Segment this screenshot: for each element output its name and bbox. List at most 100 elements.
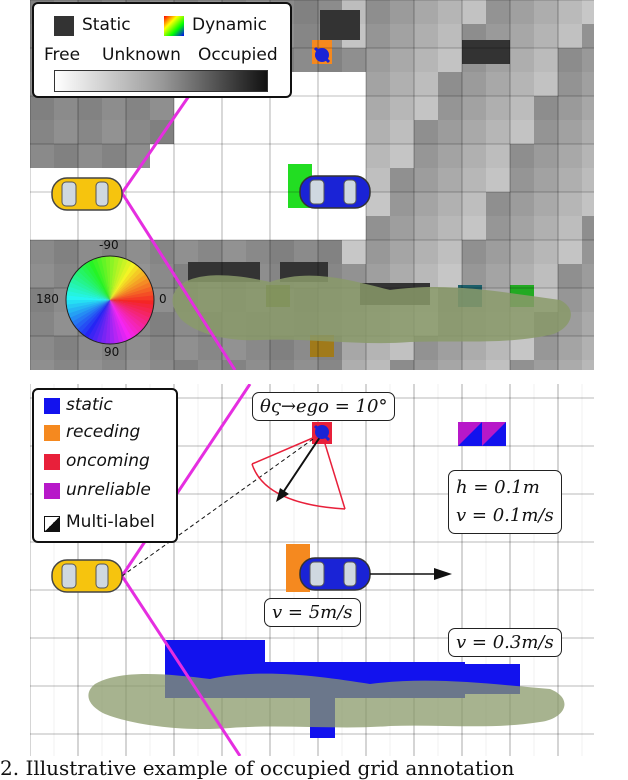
color-wheel-slice: [71, 300, 110, 326]
occupancy-cell: [558, 192, 582, 216]
occupancy-cell: [582, 192, 594, 216]
occupancy-cell: [174, 120, 198, 144]
occupancy-cell: [54, 96, 78, 120]
receding-swatch: [44, 425, 60, 441]
dynamic-swatch: [164, 16, 184, 36]
occupancy-cell: [390, 240, 414, 264]
occupancy-cell: [222, 192, 246, 216]
occupancy-cell: [366, 360, 390, 370]
occupancy-cell: [102, 120, 126, 144]
occupancy-cell: [414, 0, 438, 24]
occupancy-cell: [294, 72, 318, 96]
color-wheel-slice: [77, 267, 110, 300]
occupancy-cell: [366, 144, 390, 168]
occupancy-cell: [486, 168, 510, 192]
vegetation-shape: [172, 275, 571, 344]
occupancy-cell: [558, 120, 582, 144]
occupancy-cell: [174, 168, 198, 192]
occupancy-cell: [150, 192, 174, 216]
color-wheel-slice: [68, 300, 110, 318]
occupancy-cell: [126, 336, 150, 360]
occupancy-cell: [582, 48, 594, 72]
occupancy-cell: [150, 360, 174, 370]
occupancy-cell: [510, 240, 534, 264]
occupancy-cell: [198, 216, 222, 240]
occupancy-cell: [390, 48, 414, 72]
occupancy-cell: [54, 216, 78, 240]
occupancy-cell: [30, 120, 54, 144]
color-wheel-slice: [100, 256, 110, 300]
occupancy-cell: [462, 240, 486, 264]
occupancy-cell: [30, 312, 54, 336]
occupancy-cell: [534, 0, 558, 24]
occupancy-cell: [558, 144, 582, 168]
car-velocity-annotation: v = 5m/s: [264, 598, 361, 627]
occupancy-cell: [246, 240, 270, 264]
occupancy-cell: [438, 144, 462, 168]
occupancy-cell: [198, 168, 222, 192]
occupancy-cell: [150, 96, 174, 120]
color-wheel-slice: [69, 300, 110, 322]
multi-label-swatch: [44, 516, 60, 532]
occupancy-cell: [486, 264, 510, 288]
occupancy-cell: [534, 360, 558, 370]
occupancy-cell: [558, 360, 582, 370]
color-wheel-slice: [105, 256, 111, 300]
compass-label-left: 180: [36, 292, 59, 306]
occupancy-cell: [510, 168, 534, 192]
occupancy-cell: [366, 72, 390, 96]
multi-label-cells: [458, 422, 506, 446]
color-wheel-outline: [65, 255, 155, 345]
static-swatch: [44, 398, 60, 414]
color-wheel-slice: [110, 300, 124, 344]
occupancy-cell: [582, 24, 594, 48]
occupancy-cell: [582, 96, 594, 120]
car-velocity-arrow: [370, 568, 452, 580]
path-line-upper: [120, 384, 252, 577]
occupancy-cell: [78, 360, 102, 370]
color-wheel-slice: [110, 300, 120, 344]
occupancy-cell: [366, 0, 390, 24]
occupancy-cell: [510, 48, 534, 72]
occupancy-cell: [438, 120, 462, 144]
occupancy-cell: [582, 72, 594, 96]
occupancy-cell: [126, 120, 150, 144]
occupancy-cell: [438, 48, 462, 72]
occupancy-cell: [222, 240, 246, 264]
occupancy-cell: [342, 240, 366, 264]
color-wheel-slice: [110, 282, 152, 300]
occupancy-cell: [414, 168, 438, 192]
occupancy-cell: [222, 96, 246, 120]
compass-label-right: 0: [159, 292, 167, 306]
occupancy-cell: [510, 96, 534, 120]
occupancy-cell: [102, 216, 126, 240]
color-wheel-slice: [83, 300, 110, 339]
occupancy-cell: [366, 96, 390, 120]
oncoming-legend-label: oncoming: [66, 451, 150, 471]
occupancy-cell: [510, 120, 534, 144]
occupancy-cell: [534, 96, 558, 120]
direction-color-wheel: [65, 255, 155, 345]
occupancy-cell: [30, 96, 54, 120]
color-wheel-slice: [110, 300, 132, 341]
color-wheel-slice: [110, 300, 128, 342]
occupancy-cell: [198, 240, 222, 264]
occupancy-cell: [294, 0, 318, 24]
occupancy-cell: [198, 192, 222, 216]
occupancy-cell: [390, 120, 414, 144]
occupancy-cell: [510, 360, 534, 370]
occupancy-cell: [126, 240, 150, 264]
color-wheel-slice: [77, 300, 110, 333]
occupancy-cell: [246, 360, 270, 370]
occupied-label: Occupied: [198, 45, 278, 65]
occupancy-cell: [414, 192, 438, 216]
color-wheel-slice: [66, 300, 110, 314]
color-wheel-slice: [110, 258, 129, 300]
occupancy-cell: [582, 0, 594, 24]
occupancy-cell: [582, 120, 594, 144]
occupancy-cell: [558, 72, 582, 96]
color-wheel-slice: [91, 300, 110, 342]
occupancy-cell: [270, 240, 294, 264]
occupancy-cell: [414, 48, 438, 72]
occupancy-cell: [78, 216, 102, 240]
